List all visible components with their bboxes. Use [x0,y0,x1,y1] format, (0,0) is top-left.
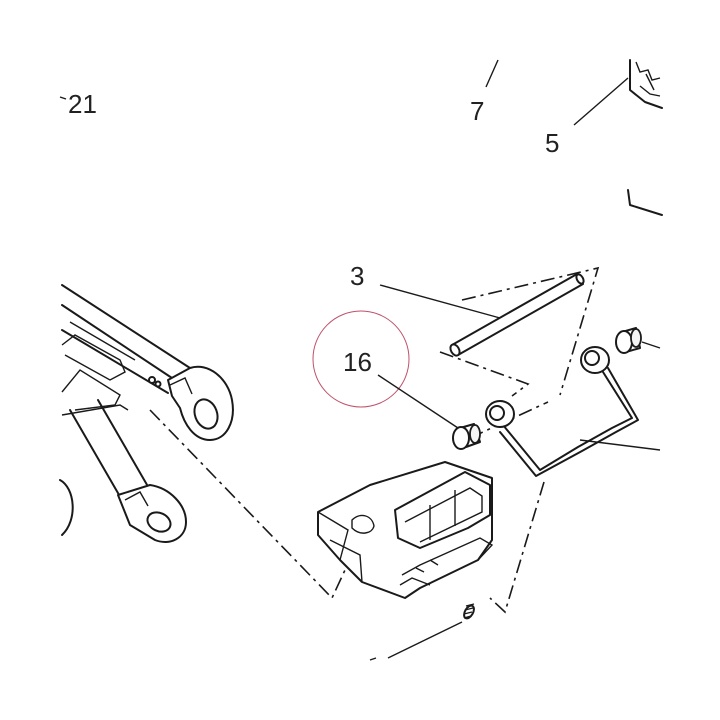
part-bushing-right [615,327,661,354]
part-u-link [485,346,661,477]
leader-line-link [579,439,661,451]
callout-label-21: 21 [68,89,97,119]
callout-label-16: 16 [343,347,372,377]
leader-line-3 [379,284,501,319]
callout-label-7: 7 [470,96,484,126]
callout-label-5: 5 [545,128,559,158]
leader-line-spring [387,621,463,659]
part-3-pin [449,273,585,357]
part-small-spring [369,603,475,661]
part-housing-block [317,461,494,599]
callout-5: 5 [545,77,629,158]
callout-label-3: 3 [350,261,364,291]
leader-line-5 [573,77,629,126]
callout-3: 3 [350,261,501,319]
part-5-bracket [627,59,663,216]
part-21-arm-assembly [59,284,234,543]
callout-7: 7 [470,59,499,126]
part-16-bushing-left [452,423,481,450]
leader-line-7 [485,59,499,88]
assembly-axes [149,266,600,614]
highlight-circle [312,310,410,408]
callout-21: 21 [59,89,97,119]
leader-line-21 [59,96,67,100]
callout-16: 16 [312,310,459,429]
leader-line-16 [377,374,459,429]
